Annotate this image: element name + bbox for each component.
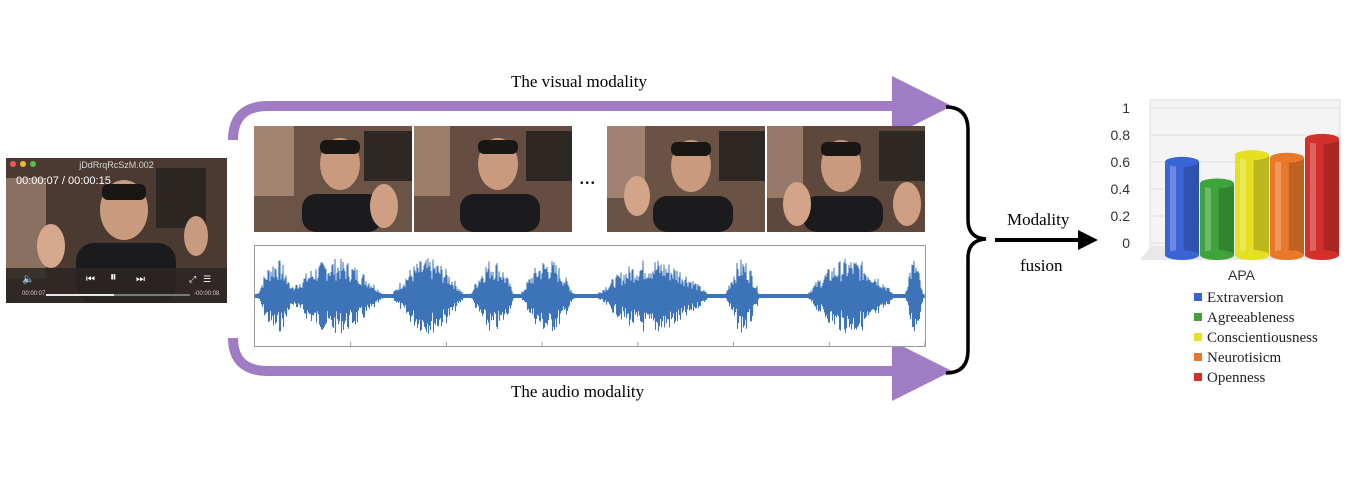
legend-label: Extraversion [1207, 290, 1284, 306]
legend-item: Agreeableness [1194, 310, 1294, 327]
legend-swatch [1194, 293, 1202, 301]
video-frame [607, 126, 765, 232]
bar-conscientiousness [1235, 150, 1269, 260]
y-tick-label: 0.2 [1110, 208, 1130, 224]
fast-forward-icon[interactable]: ⏭ [136, 274, 145, 285]
frame-scene [767, 126, 925, 232]
x-axis-label: APA [1228, 267, 1255, 283]
audio-modality-label: The audio modality [511, 382, 645, 401]
remaining-time: -00:00:08 [194, 291, 220, 297]
audio-arrow [228, 337, 952, 401]
video-player[interactable]: jDdRrqRcSzM.002 00:00:07 / 00:00:15 🔈 ⏮ … [6, 158, 227, 303]
player-scene [6, 158, 227, 303]
y-tick-label: 0.4 [1110, 181, 1130, 197]
volume-icon[interactable]: 🔈 [22, 274, 35, 285]
video-timecode: 00:00:07 / 00:00:15 [16, 175, 111, 187]
ellipsis: ... [579, 164, 596, 189]
visual-arrow [228, 76, 952, 141]
modality-fusion-label-2: fusion [1020, 256, 1063, 275]
waveform-plot [254, 258, 926, 346]
video-frame [254, 126, 412, 232]
video-frame [414, 126, 572, 232]
audio-waveform [254, 245, 926, 347]
legend-item: Conscientiousness [1194, 330, 1318, 347]
bar-agreeableness [1200, 178, 1234, 260]
frame-scene [607, 126, 765, 232]
waveform-trace [254, 258, 925, 334]
frame-scene [414, 126, 572, 232]
legend-item: Neurotisicm [1194, 350, 1281, 367]
curly-brace [945, 105, 987, 375]
legend-item: Openness [1194, 370, 1265, 387]
y-tick-label: 0.8 [1110, 127, 1130, 143]
personality-chart [1100, 95, 1350, 295]
legend-item: Extraversion [1194, 290, 1284, 307]
bar-neurotisicm [1270, 152, 1304, 260]
visual-modality-label: The visual modality [511, 72, 647, 91]
modality-fusion-label-1: Modality [1007, 210, 1070, 229]
legend-swatch [1194, 353, 1202, 361]
video-frame [767, 126, 925, 232]
fullscreen-icon[interactable]: ⤢ [189, 275, 197, 285]
legend-label: Conscientiousness [1207, 330, 1318, 346]
legend-swatch [1194, 373, 1202, 381]
chart-plot [1140, 99, 1341, 260]
y-tick-label: 0 [1122, 235, 1130, 251]
elapsed-time: 00:00:07 [22, 291, 46, 297]
bar-openness [1305, 133, 1339, 260]
frame-scene [254, 126, 412, 232]
bar-extraversion [1165, 156, 1199, 260]
legend-label: Openness [1207, 370, 1266, 386]
rewind-icon[interactable]: ⏮ [86, 274, 95, 285]
playlist-icon[interactable]: ☰ [203, 275, 212, 285]
legend-swatch [1194, 333, 1202, 341]
y-tick-label: 1 [1122, 100, 1130, 116]
y-tick-label: 0.6 [1110, 154, 1130, 170]
pause-icon[interactable]: ⏸ [110, 270, 117, 285]
legend-label: Neurotisicm [1207, 350, 1282, 366]
legend-swatch [1194, 313, 1202, 321]
legend-label: Agreeableness [1207, 310, 1295, 326]
video-filename: jDdRrqRcSzM.002 [79, 160, 154, 170]
